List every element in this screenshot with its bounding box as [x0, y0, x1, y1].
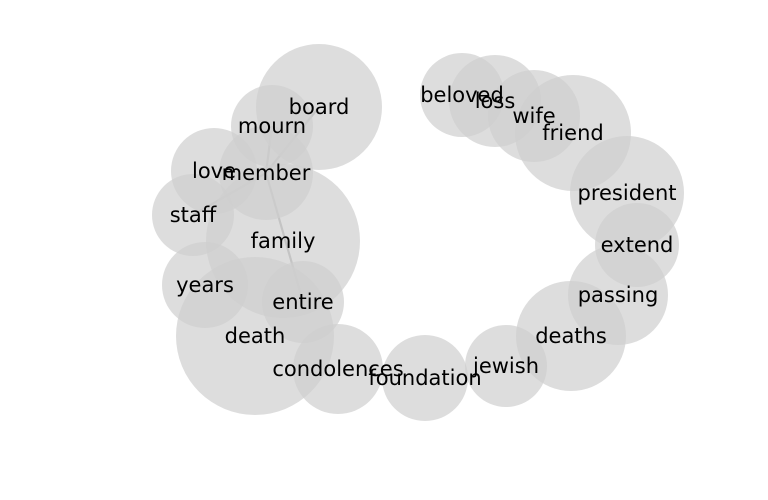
bubble-condolences	[293, 324, 383, 414]
word-death: death	[225, 324, 286, 348]
word-loss: loss	[475, 89, 516, 113]
word-president: president	[578, 181, 677, 205]
word-jewish: jewish	[472, 354, 539, 378]
word-family: family	[251, 229, 316, 253]
word-beloved: beloved	[420, 83, 504, 107]
word-member: member	[222, 161, 311, 185]
word-mourn: mourn	[238, 114, 306, 138]
word-board: board	[289, 95, 350, 119]
word-years: years	[176, 273, 234, 297]
word-friend: friend	[542, 121, 603, 145]
word-condolences: condolences	[272, 357, 403, 381]
bubbles-layer	[152, 44, 684, 421]
word-love: love	[192, 159, 236, 183]
word-extend: extend	[601, 233, 674, 257]
word-staff: staff	[170, 203, 217, 227]
bubble-foundation	[382, 335, 468, 421]
word-passing: passing	[578, 283, 659, 307]
word-entire: entire	[272, 290, 333, 314]
word-foundation: foundation	[368, 366, 481, 390]
bubble-beloved	[420, 53, 504, 137]
word-wife: wife	[512, 104, 555, 128]
word-deaths: deaths	[535, 324, 607, 348]
